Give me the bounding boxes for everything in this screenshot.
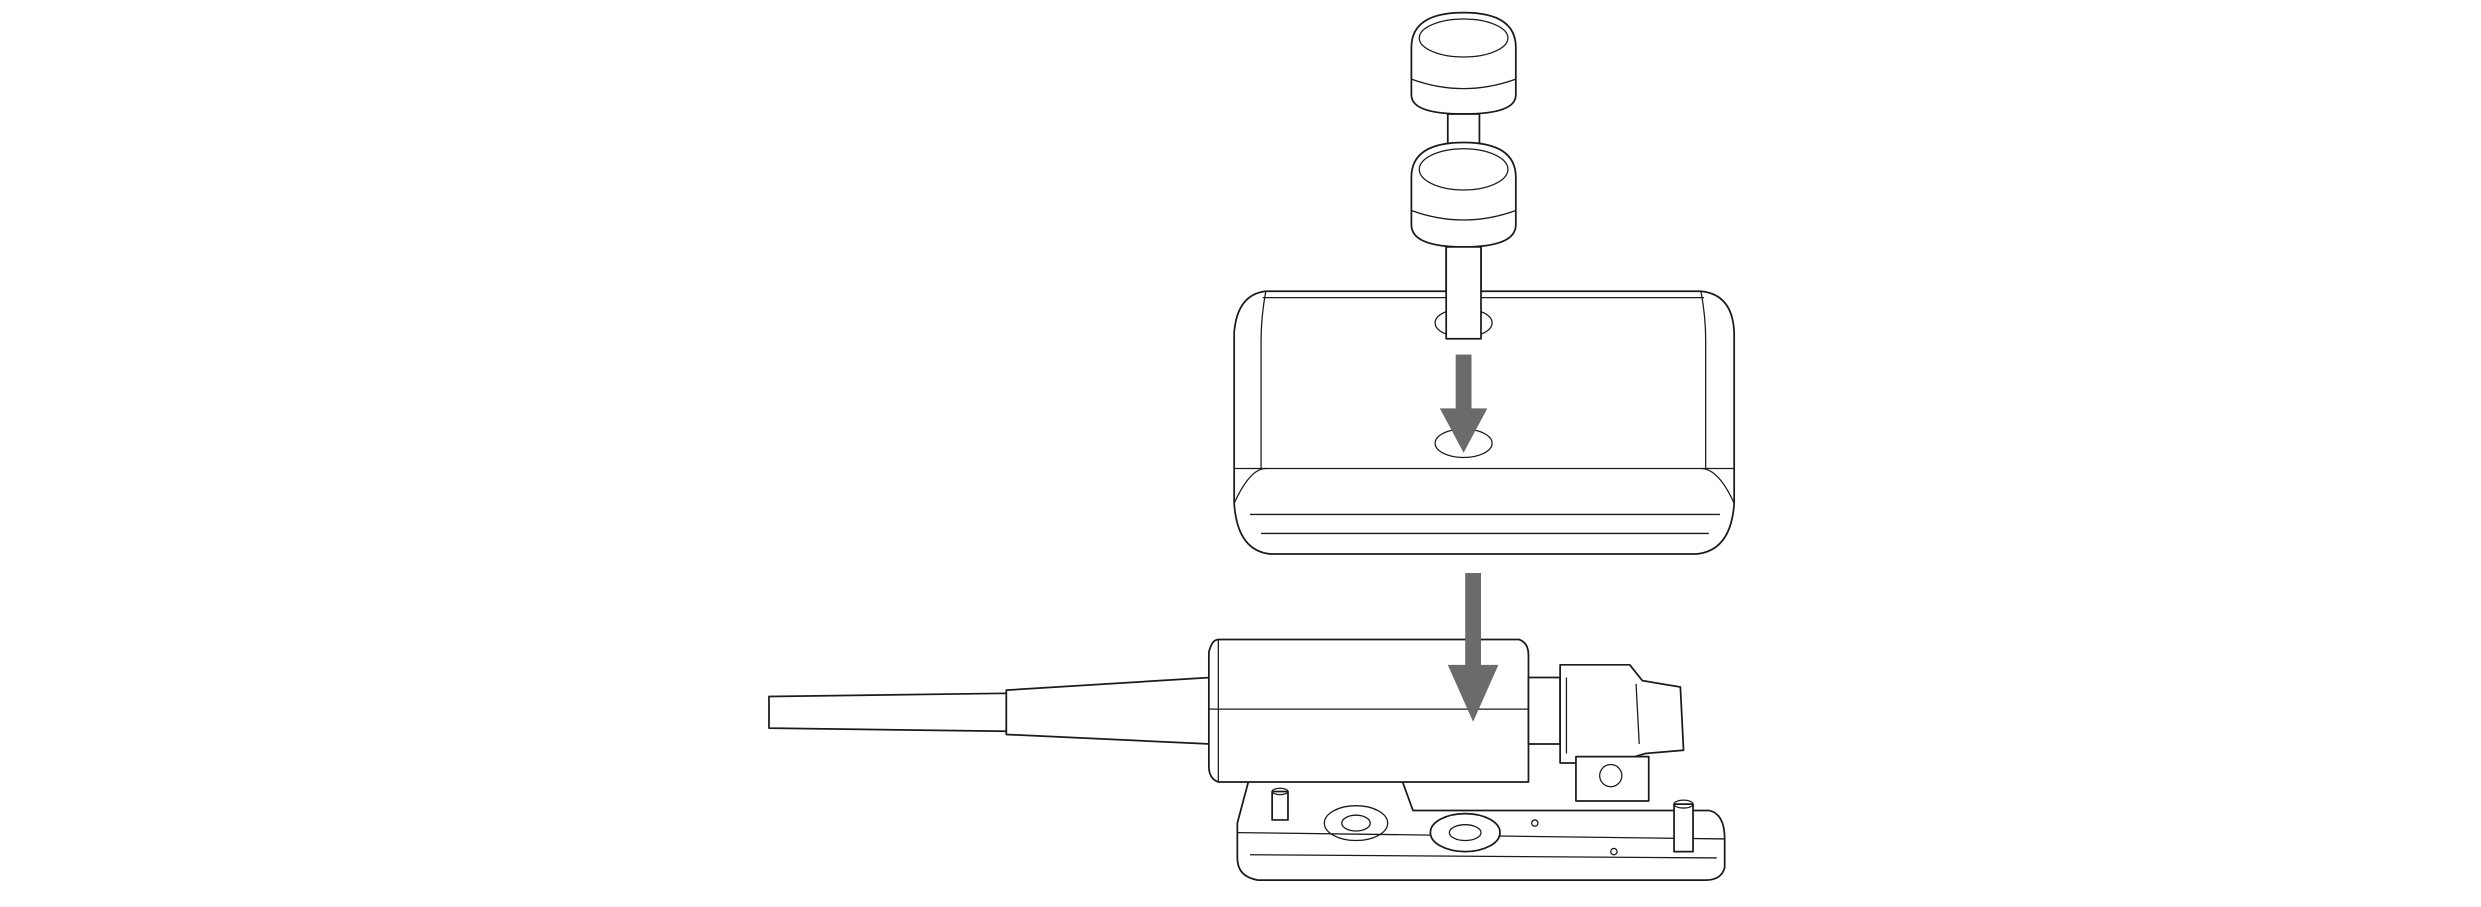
base-plate [1236,774,1726,881]
cable [768,676,1212,745]
connector-module [1207,638,1685,802]
knob-cap-middle [1410,141,1517,248]
arrow-down-icon [1439,354,1488,453]
knob-cap-top [1410,11,1517,115]
lid [1233,290,1736,555]
arrow-down-icon [1447,573,1499,722]
pin-front [1445,246,1482,340]
knob-stem [1446,113,1481,147]
